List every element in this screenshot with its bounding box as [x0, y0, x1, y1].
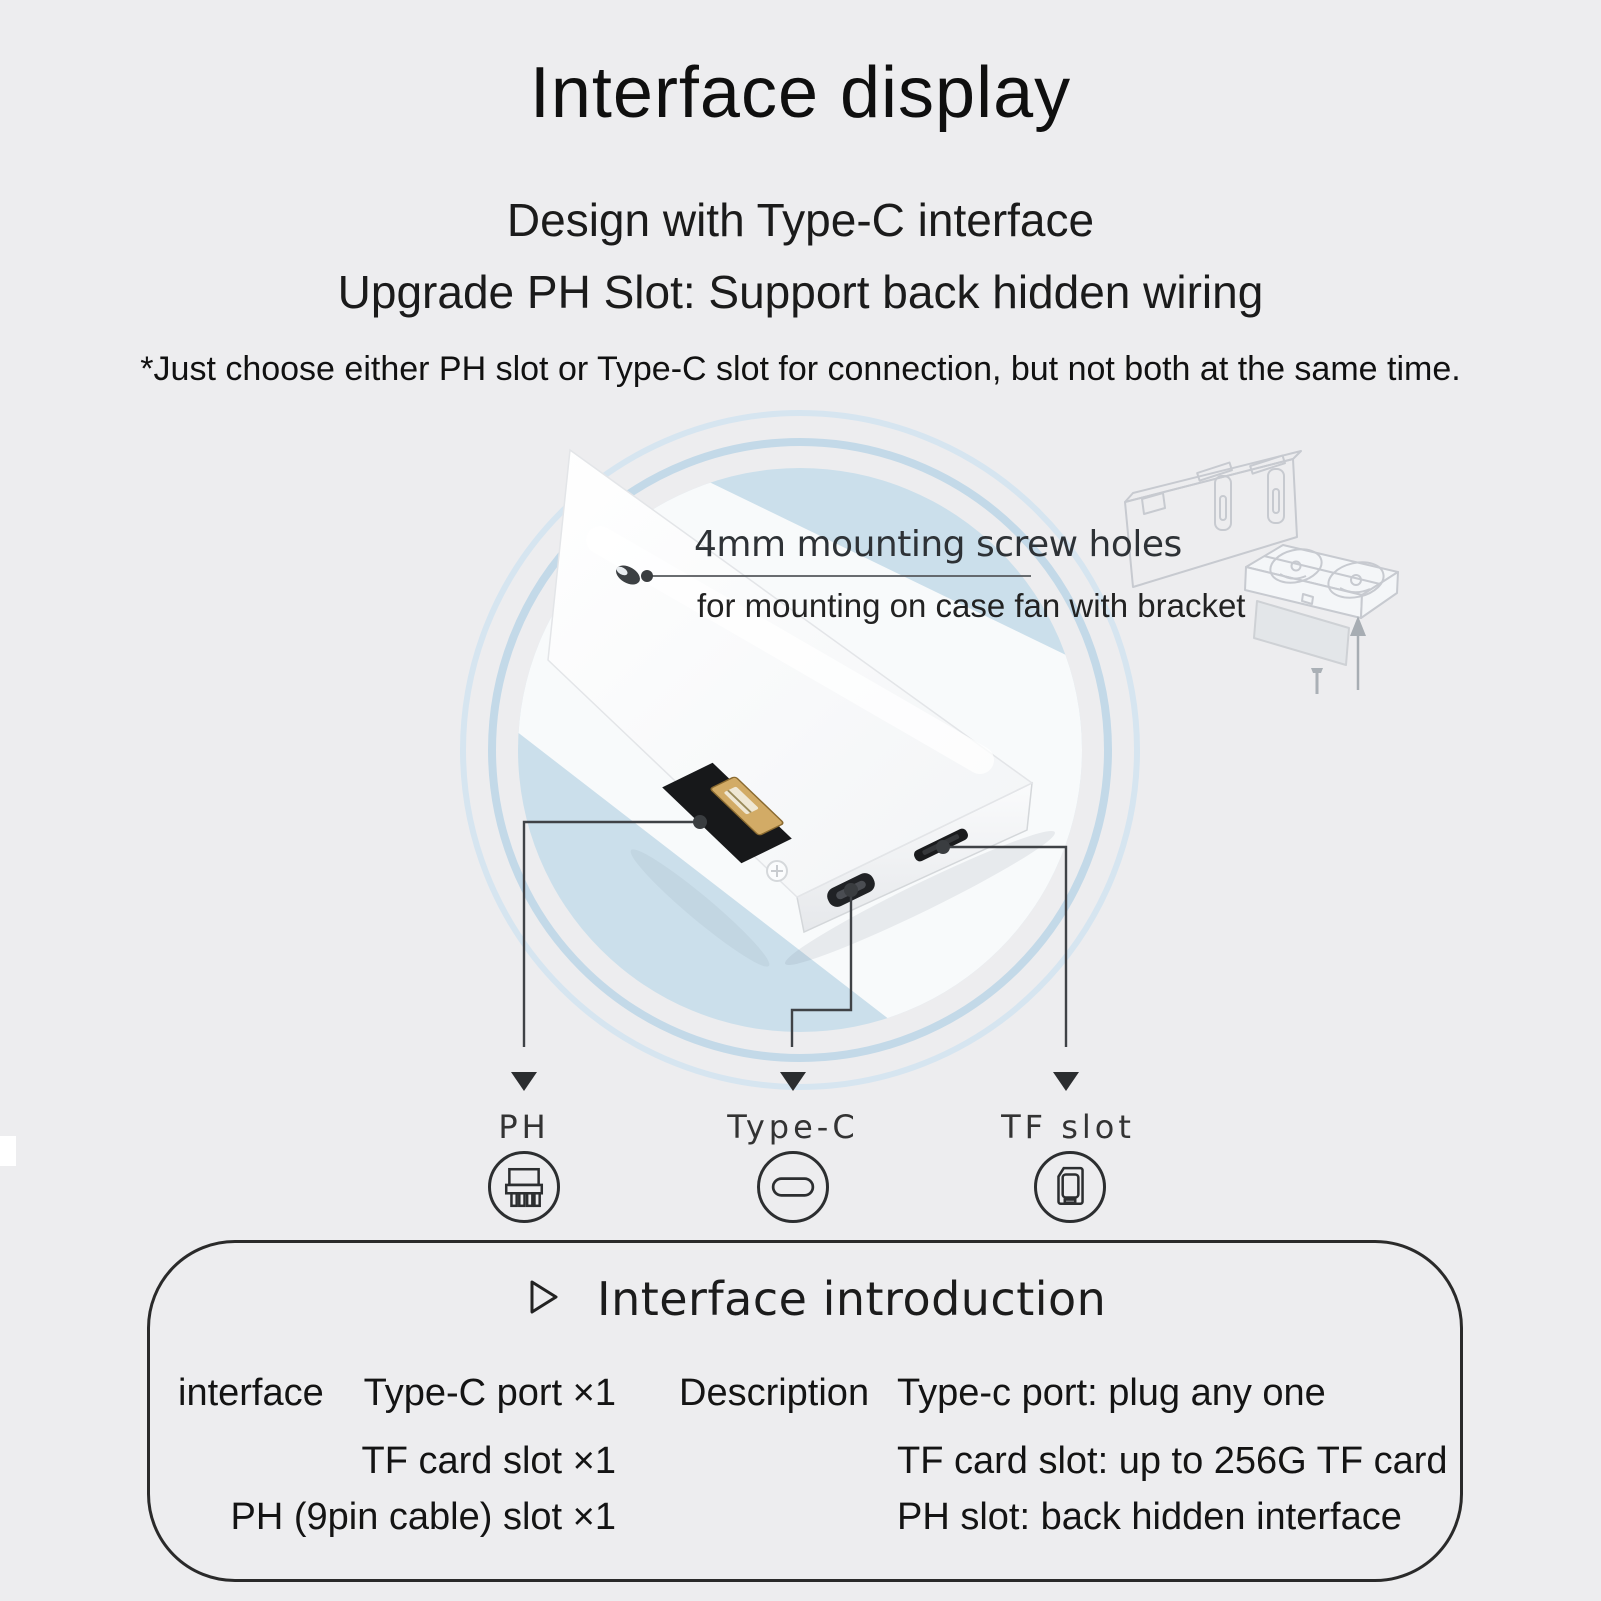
ph-icon-circle	[488, 1151, 560, 1223]
screw-leader	[641, 570, 1031, 582]
tf-leader	[936, 840, 1068, 1047]
interface-introduction-box	[147, 1240, 1463, 1582]
board-top-face	[547, 448, 1034, 898]
bracket-strap-2	[1249, 454, 1286, 524]
type-c-icon	[771, 1177, 815, 1197]
interface-row-typec: Type-C port ×1	[363, 1372, 616, 1414]
ph-leader	[522, 815, 707, 1047]
type-c-leader	[790, 883, 858, 1047]
ph-slot-connector	[710, 776, 784, 836]
port-label-tf-slot: TF slot	[1001, 1108, 1135, 1146]
screen-panel-sketch	[1253, 600, 1350, 666]
description-row-typec: Type-c port: plug any one	[897, 1372, 1326, 1414]
subtitle-typec: Design with Type-C interface	[506, 194, 1095, 246]
screw-callout-line1: 4mm mounting screw holes	[694, 524, 1182, 565]
bracket-strap-1	[1196, 461, 1233, 531]
port-label-type-c: Type-C	[727, 1108, 859, 1146]
description-row-ph: PH slot: back hidden interface	[897, 1496, 1402, 1538]
sd-card-icon	[1057, 1166, 1084, 1205]
intro-box-title: Interface introduction	[597, 1272, 1107, 1326]
edge-artifact	[0, 1136, 16, 1166]
type-c-icon-circle	[757, 1151, 829, 1223]
tf-pointer-triangle-icon	[1053, 1072, 1079, 1091]
case-fan-sketch	[1244, 544, 1399, 619]
interface-row-ph: PH (9pin cable) slot ×1	[230, 1496, 616, 1538]
port-label-ph: PH	[498, 1108, 550, 1146]
leader-lines	[522, 570, 1068, 1047]
ph-pointer-triangle-icon	[511, 1072, 537, 1091]
interface-row-tf: TF card slot ×1	[361, 1440, 616, 1482]
bracket-panel	[1124, 458, 1298, 588]
ph-slot-opening	[662, 762, 792, 864]
tf-icon-circle	[1034, 1151, 1106, 1223]
bracket-illustration	[1124, 450, 1399, 694]
description-column-label: Description	[679, 1372, 870, 1414]
type-c-pointer-triangle-icon	[780, 1072, 806, 1091]
screw-sketch	[1311, 668, 1323, 694]
interface-column-label: interface	[178, 1372, 324, 1414]
assembly-arrow	[1350, 616, 1366, 690]
screw-callout-line2: for mounting on case fan with bracket	[697, 587, 1246, 624]
intro-triangle-icon	[530, 1280, 558, 1314]
ph-connector-icon	[504, 1167, 544, 1208]
page-title: Interface display	[529, 53, 1072, 133]
subtitle-ph-slot: Upgrade PH Slot: Support back hidden wir…	[337, 266, 1264, 318]
disclaimer-note: *Just choose either PH slot or Type-C sl…	[140, 350, 1461, 388]
description-row-tf: TF card slot: up to 256G TF card	[897, 1440, 1448, 1482]
screw-detail	[766, 860, 788, 882]
screw-hole	[616, 565, 640, 585]
